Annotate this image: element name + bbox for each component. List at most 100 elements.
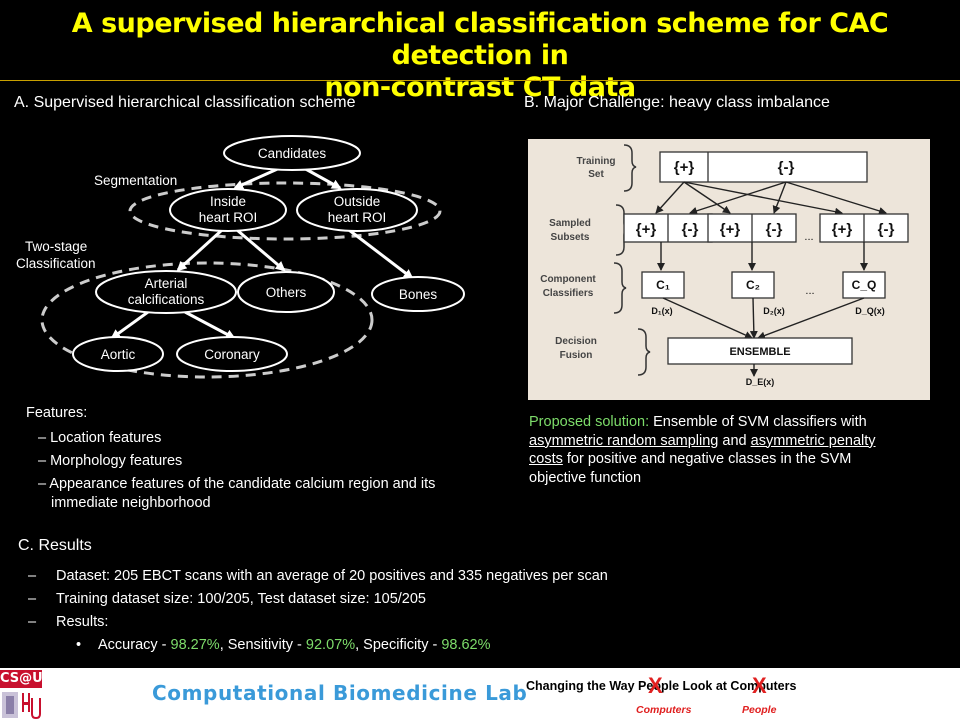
result-item: Results: <box>56 614 109 630</box>
decision-d2: D₂(x) <box>763 306 785 316</box>
training-positive: {+} <box>674 159 695 176</box>
classifier-cq: C_Q <box>852 278 877 292</box>
training-negative: {-} <box>778 159 795 176</box>
row-label-sampled: Sampled <box>549 218 591 229</box>
sensitivity-label: , Sensitivity - <box>219 637 306 653</box>
svg-text:Bones: Bones <box>399 287 438 302</box>
slide-title: A supervised hierarchical classification… <box>0 8 960 104</box>
svg-text:Candidates: Candidates <box>258 146 327 161</box>
feature-item: – Morphology features <box>38 453 183 469</box>
result-dash: – <box>28 591 37 607</box>
edge-inside-arterial <box>176 228 224 272</box>
edge-arterial-coronary <box>184 310 236 340</box>
subset-q-negative: {-} <box>878 221 895 238</box>
feature-item: – Location features <box>38 430 162 446</box>
section-a-heading: A. Supervised hierarchical classificatio… <box>14 94 356 111</box>
result-dash: – <box>28 568 37 584</box>
svg-text:Arterial: Arterial <box>145 276 188 291</box>
edge-arterial-aortic <box>110 310 149 340</box>
feature-item-continued: immediate neighborhood <box>51 495 211 511</box>
ensemble-output: D_E(x) <box>746 377 775 387</box>
subset-1-negative: {-} <box>682 221 699 238</box>
cs-uh-logo: CS@UH <box>0 668 54 720</box>
proposal-text: for positive and negative classes in the… <box>562 451 852 467</box>
row-label-component-2: Classifiers <box>543 288 594 299</box>
two-stage-label: Two-stage <box>25 239 87 254</box>
svg-text:Aortic: Aortic <box>101 347 136 362</box>
svg-text:calcifications: calcifications <box>128 292 205 307</box>
row-label-decision-2: Fusion <box>560 350 593 361</box>
svg-text:Outside: Outside <box>334 194 381 209</box>
sensitivity-value: 92.07% <box>305 637 356 653</box>
section-b-heading: B. Major Challenge: heavy class imbalanc… <box>524 94 830 111</box>
result-item: Training dataset size: 100/205, Test dat… <box>56 591 426 607</box>
ensemble-box-label: ENSEMBLE <box>729 346 790 358</box>
classifier-c1: C₁ <box>656 278 670 292</box>
subset-2-positive: {+} <box>720 221 741 238</box>
result-item: Dataset: 205 EBCT scans with an average … <box>56 568 608 584</box>
accuracy-label: Accuracy - <box>98 637 171 653</box>
decision-d1: D₁(x) <box>651 306 672 316</box>
svg-text:heart ROI: heart ROI <box>199 210 258 225</box>
node-others: Others <box>237 271 335 313</box>
classification-label: Classification <box>16 256 96 271</box>
title-divider <box>0 80 960 81</box>
row-label-training-2: Set <box>588 169 604 180</box>
specificity-label: , Specificity - <box>355 637 442 653</box>
subset-1-positive: {+} <box>636 221 657 238</box>
proposal-text: Ensemble of SVM classifiers with <box>649 414 867 430</box>
slogan: Changing the Way People Look at Computer… <box>526 679 797 693</box>
proposal-text: and <box>718 432 751 449</box>
node-candidates: Candidates <box>223 135 361 171</box>
subset-2-negative: {-} <box>766 221 783 238</box>
uh-seal-icon <box>2 692 41 719</box>
edge-inside-others <box>236 228 286 272</box>
node-arterial-calcifications: Arterial calcifications <box>95 270 237 314</box>
cross-mark-icon: X <box>752 673 767 698</box>
node-bones: Bones <box>371 276 465 312</box>
classifier-ellipsis: ... <box>805 285 814 297</box>
proposal-underlined: asymmetric penalty <box>750 432 876 449</box>
svg-text:heart ROI: heart ROI <box>328 210 387 225</box>
svg-text:Inside: Inside <box>210 194 246 209</box>
node-inside-heart-roi: Inside heart ROI <box>169 188 287 232</box>
section-c-heading: C. Results <box>18 537 92 554</box>
proposed-solution: Proposed solution: Ensemble of SVM class… <box>529 413 929 487</box>
decision-dq: D_Q(x) <box>855 306 885 316</box>
node-aortic: Aortic <box>72 336 164 372</box>
title-line-2: non-contrast CT data <box>324 72 636 103</box>
proposal-lead: Proposed solution: <box>529 414 650 430</box>
lab-name: Computational Biomedicine Lab <box>152 681 528 705</box>
node-outside-heart-roi: Outside heart ROI <box>296 188 418 232</box>
row-label-sampled-2: Subsets <box>551 232 590 243</box>
row-label-training: Training <box>577 156 616 167</box>
subset-ellipsis: ... <box>804 231 813 243</box>
svg-text:Others: Others <box>266 285 307 300</box>
specificity-value: 98.62% <box>441 637 491 653</box>
cross-mark-icon: X <box>648 673 663 698</box>
footer-banner: CS@UH Computational Biomedicine Lab Chan… <box>0 668 960 720</box>
proposal-underlined: asymmetric random sampling <box>529 432 719 449</box>
features-heading: Features: <box>26 405 88 421</box>
edge-candidates-inside <box>233 165 283 190</box>
accuracy-value: 98.27% <box>170 637 220 653</box>
row-label-decision: Decision <box>555 336 597 347</box>
segmentation-label: Segmentation <box>94 173 177 188</box>
node-coronary: Coronary <box>176 336 288 372</box>
subset-q-positive: {+} <box>832 221 853 238</box>
result-dash: – <box>28 614 37 630</box>
result-metrics: Accuracy - 98.27%, Sensitivity - 92.07%,… <box>98 636 491 654</box>
classifier-c2: C₂ <box>746 278 760 292</box>
cross-label-people: People <box>742 704 777 716</box>
proposal-underlined: costs <box>529 451 563 467</box>
feature-item: – Appearance features of the candidate c… <box>38 476 436 492</box>
hierarchy-diagram: Candidates Inside heart ROI Outside hear… <box>16 135 465 379</box>
edge-outside-bones <box>348 228 414 280</box>
cross-label-computers: Computers <box>636 704 692 716</box>
title-line-1: A supervised hierarchical classification… <box>71 8 889 71</box>
svg-text:Coronary: Coronary <box>204 347 260 362</box>
proposal-text: objective function <box>529 469 642 486</box>
cs-uh-logo-text: CS@UH <box>0 670 54 688</box>
segmentation-group-outline <box>128 181 442 241</box>
row-label-component: Component <box>540 274 596 285</box>
